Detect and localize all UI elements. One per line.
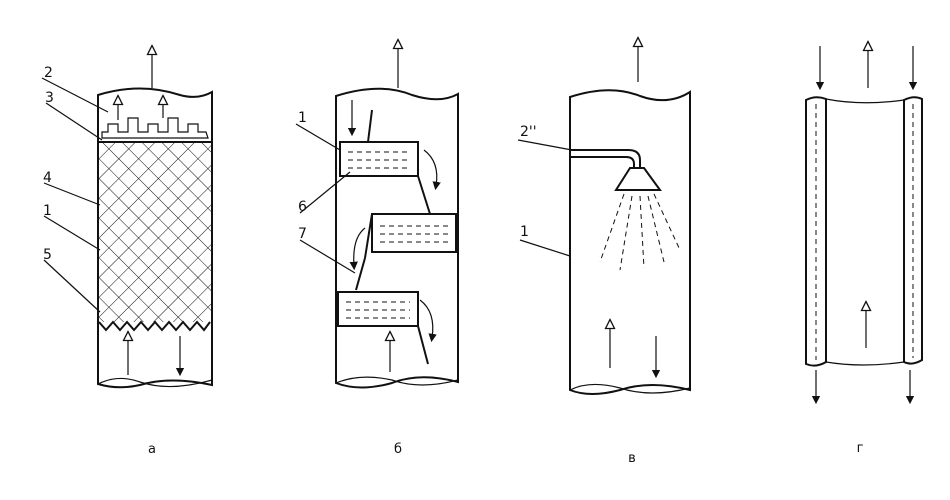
panel-b-caption: б [394, 442, 402, 457]
panel-a-leader-5 [43, 259, 101, 313]
panel-d-right-wall [903, 96, 923, 365]
panel-a-packing [99, 142, 211, 322]
panel-b-downcomer-1 [367, 109, 373, 143]
panel-d-caption: г [857, 441, 864, 456]
panel-c-label-1: 1 [520, 224, 529, 240]
panel-c-leader-1 [519, 239, 571, 257]
panel-a-bottom-edge [97, 377, 213, 388]
panel-b-tray-3 [337, 291, 419, 327]
panel-b-leader-7 [299, 239, 356, 274]
panel-d-bottom-edge [825, 361, 905, 366]
panel-c-leader-2 [517, 139, 573, 151]
panel-c-spray-column: 2'' 1 в [517, 42, 691, 466]
panel-b-downcomer-2 [364, 213, 373, 259]
panel-a-caption: а [148, 442, 156, 457]
panel-c-bottom-edge [569, 383, 691, 394]
panel-a-leader-4 [43, 182, 101, 206]
panel-c-tube [569, 89, 691, 395]
panel-a-leader-3 [45, 102, 103, 141]
panel-b-overflow-arrow-1 [423, 149, 441, 191]
panel-d-top-edge [825, 98, 905, 104]
panel-a-packed-column: 2 3 4 1 5 а [41, 50, 213, 457]
panel-a-label-2: 2 [44, 65, 53, 81]
panel-a-label-5: 5 [43, 247, 52, 263]
panel-b-tray-2 [371, 213, 457, 253]
panel-c-spray-jet [599, 193, 625, 263]
panel-a-tube [97, 87, 213, 389]
panel-b-label-1: 1 [298, 110, 307, 126]
panel-b-label-7: 7 [298, 226, 307, 242]
panel-b-tray-column: 1 6 7 б [295, 44, 459, 457]
panel-a-distributor [101, 117, 209, 139]
panel-d-film-column: г [805, 46, 923, 456]
panel-b-leader-6 [299, 171, 351, 214]
panel-b-tray-1 [339, 141, 419, 177]
panel-a-leader-1 [43, 215, 101, 251]
panel-c-caption: в [628, 451, 636, 466]
panel-b-tube [335, 87, 459, 389]
panel-c-nozzle [614, 167, 662, 191]
panel-a-leader-2 [41, 77, 109, 113]
panel-b-bottom-edge [335, 376, 459, 386]
panel-a-label-1: 1 [43, 203, 52, 219]
panel-a-label-3: 3 [45, 90, 54, 106]
panel-b-overflow-arrow-2 [349, 227, 366, 271]
panel-b-label-6: 6 [298, 199, 307, 215]
panel-c-spray-pipe [571, 149, 641, 168]
panel-a-label-4: 4 [43, 170, 52, 186]
panel-b-leader-1 [295, 123, 341, 151]
panel-a-packing-bottom-zigzag [98, 320, 211, 332]
panel-b-overflow-arrow-3 [419, 299, 437, 343]
panel-c-label-2: 2'' [520, 124, 537, 140]
